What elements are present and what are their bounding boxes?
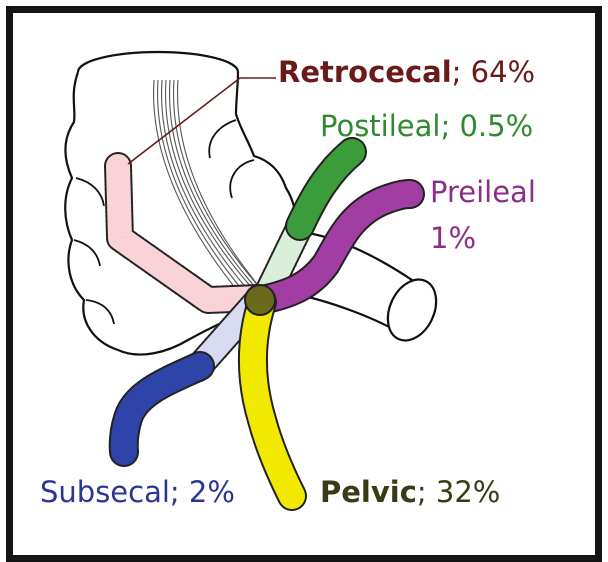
pelvic-name: Pelvic	[320, 475, 417, 509]
pelvic-label: Pelvic; 32%	[320, 478, 500, 507]
pelvic-value: ; 32%	[417, 475, 500, 509]
retrocecal-label: Retrocecal; 64%	[278, 58, 535, 87]
subsecal-label: Subsecal; 2%	[40, 478, 235, 507]
postileal-label: Postileal; 0.5%	[320, 112, 533, 141]
preileal-label: Preileal	[430, 178, 536, 207]
retrocecal-value: ; 64%	[452, 55, 535, 89]
retrocecal-name: Retrocecal	[278, 55, 452, 89]
appendix-base	[245, 285, 275, 315]
preileal-value: 1%	[430, 224, 476, 253]
